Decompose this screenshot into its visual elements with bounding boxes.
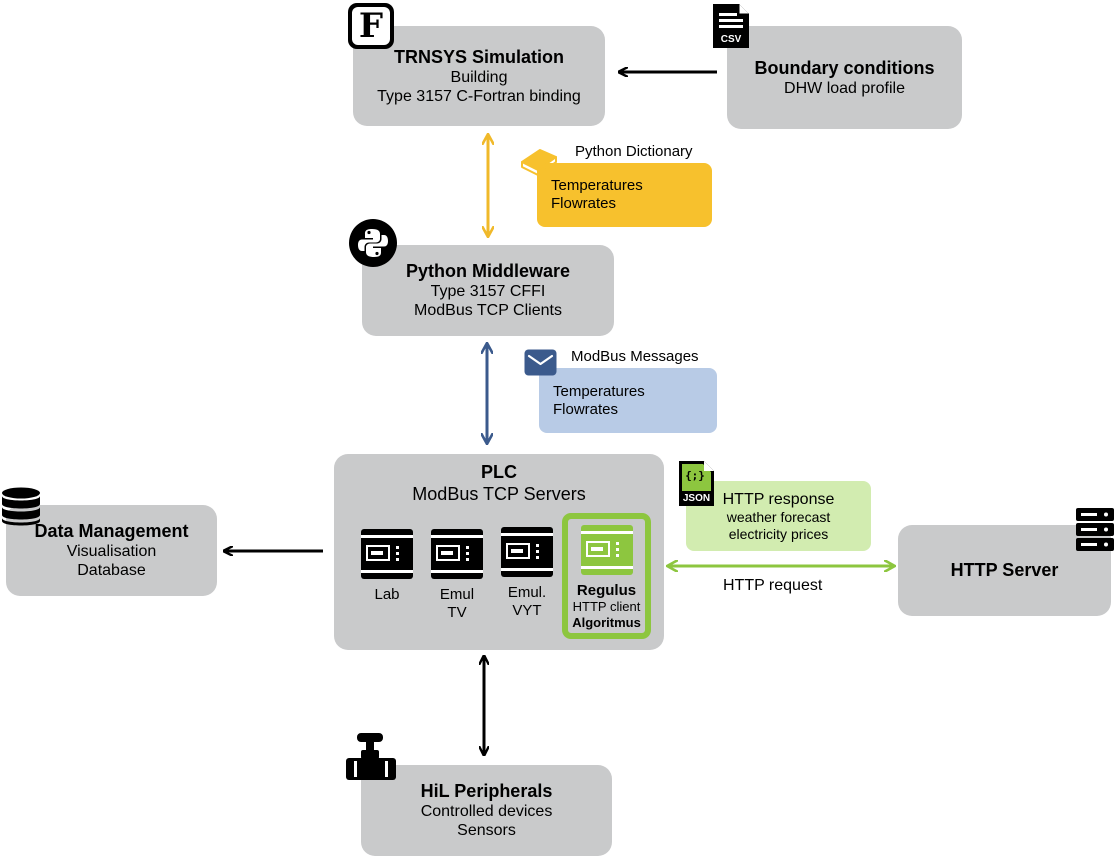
node-title: PLC [481, 462, 517, 482]
node-title: Data Management [34, 521, 189, 541]
node-line: Database [77, 562, 146, 579]
plc-device-label: Emul. [507, 584, 547, 601]
plc-device-label: Lab [374, 586, 400, 603]
book-shape [521, 149, 557, 176]
plc-device-label: TV [447, 604, 467, 621]
python-logo-icon [348, 218, 398, 268]
fortran-logo-icon: F [348, 3, 394, 49]
node-line: Type 3157 C-Fortran binding [377, 87, 581, 105]
http-server-node: HTTP Server [898, 525, 1111, 616]
node-title: HTTP Server [950, 560, 1059, 580]
plc-device-label: Emul [439, 586, 475, 603]
book-icon [516, 144, 558, 178]
message-line: weather forecast [726, 508, 831, 525]
node-subtitle: ModBus TCP Servers [412, 484, 586, 504]
message-line: electricity prices [728, 525, 829, 542]
plc-module-icon [431, 529, 483, 579]
plc-device-lab: Lab [357, 529, 417, 604]
plc-device-emul-vyt: Emul. VYT [497, 527, 557, 620]
server-icon [1075, 507, 1115, 553]
node-line: Type 3157 CFFI [430, 283, 546, 300]
http-response-title: HTTP response [722, 490, 835, 508]
envelope-icon [524, 349, 557, 376]
csv-file-icon: CSV [712, 3, 750, 49]
http-request-label: HTTP request [723, 577, 823, 594]
http-response-message: HTTP response weather forecast electrici… [686, 481, 871, 551]
envelope-shape [524, 349, 557, 376]
python-dictionary-message: Temperatures Flowrates [537, 163, 712, 227]
node-line: Visualisation [66, 543, 157, 560]
node-line: ModBus TCP Clients [414, 302, 562, 319]
valve-icon [345, 732, 397, 782]
database-icon [1, 487, 41, 527]
message-line: Flowrates [551, 195, 617, 212]
plc-module-icon [361, 529, 413, 579]
node-line: Sensors [457, 822, 516, 839]
node-line: DHW load profile [784, 79, 905, 97]
python-logo-shape [349, 219, 397, 267]
server-shape [1076, 508, 1114, 551]
plc-device-emul-tv: Emul TV [427, 529, 487, 622]
python-dictionary-caption: Python Dictionary [575, 143, 693, 160]
node-title: HiL Peripherals [420, 781, 553, 801]
json-glyph: {;} [685, 469, 705, 482]
node-title: Python Middleware [405, 261, 571, 281]
trnsys-simulation-node: TRNSYS Simulation Building Type 3157 C-F… [353, 26, 605, 126]
json-file-icon: {;} JSON [678, 460, 715, 507]
plc-device-label: VYT [512, 602, 542, 619]
fortran-glyph: F [358, 6, 384, 46]
message-line: Flowrates [553, 400, 619, 418]
plc-module-icon [501, 527, 553, 577]
csv-label: CSV [720, 34, 742, 45]
hil-peripherals-node: HiL Peripherals Controlled devices Senso… [361, 765, 612, 856]
node-line: Building [450, 68, 508, 86]
node-title: TRNSYS Simulation [393, 46, 564, 67]
message-line: Temperatures [553, 382, 645, 400]
boundary-conditions-node: Boundary conditions DHW load profile [727, 26, 962, 129]
python-middleware-node: Python Middleware Type 3157 CFFI ModBus … [362, 245, 614, 336]
data-management-node: Data Management Visualisation Database [6, 505, 217, 596]
valve-shape [346, 733, 396, 780]
message-line: Temperatures [551, 177, 643, 194]
modbus-messages-message: Temperatures Flowrates [539, 368, 717, 433]
database-shape [2, 487, 40, 526]
regulus-line-bold: Algoritmus [572, 615, 641, 630]
node-title: Boundary conditions [754, 57, 935, 78]
regulus-module: Regulus HTTP client Algoritmus [562, 513, 651, 639]
json-file-shape [679, 461, 714, 506]
node-line: Controlled devices [420, 803, 553, 820]
plc-module-green-icon [580, 525, 633, 575]
json-label: JSON [682, 493, 711, 504]
regulus-title: Regulus [576, 582, 637, 599]
modbus-messages-caption: ModBus Messages [571, 348, 699, 365]
regulus-line: HTTP client [572, 599, 641, 614]
csv-file-shape [713, 4, 749, 48]
